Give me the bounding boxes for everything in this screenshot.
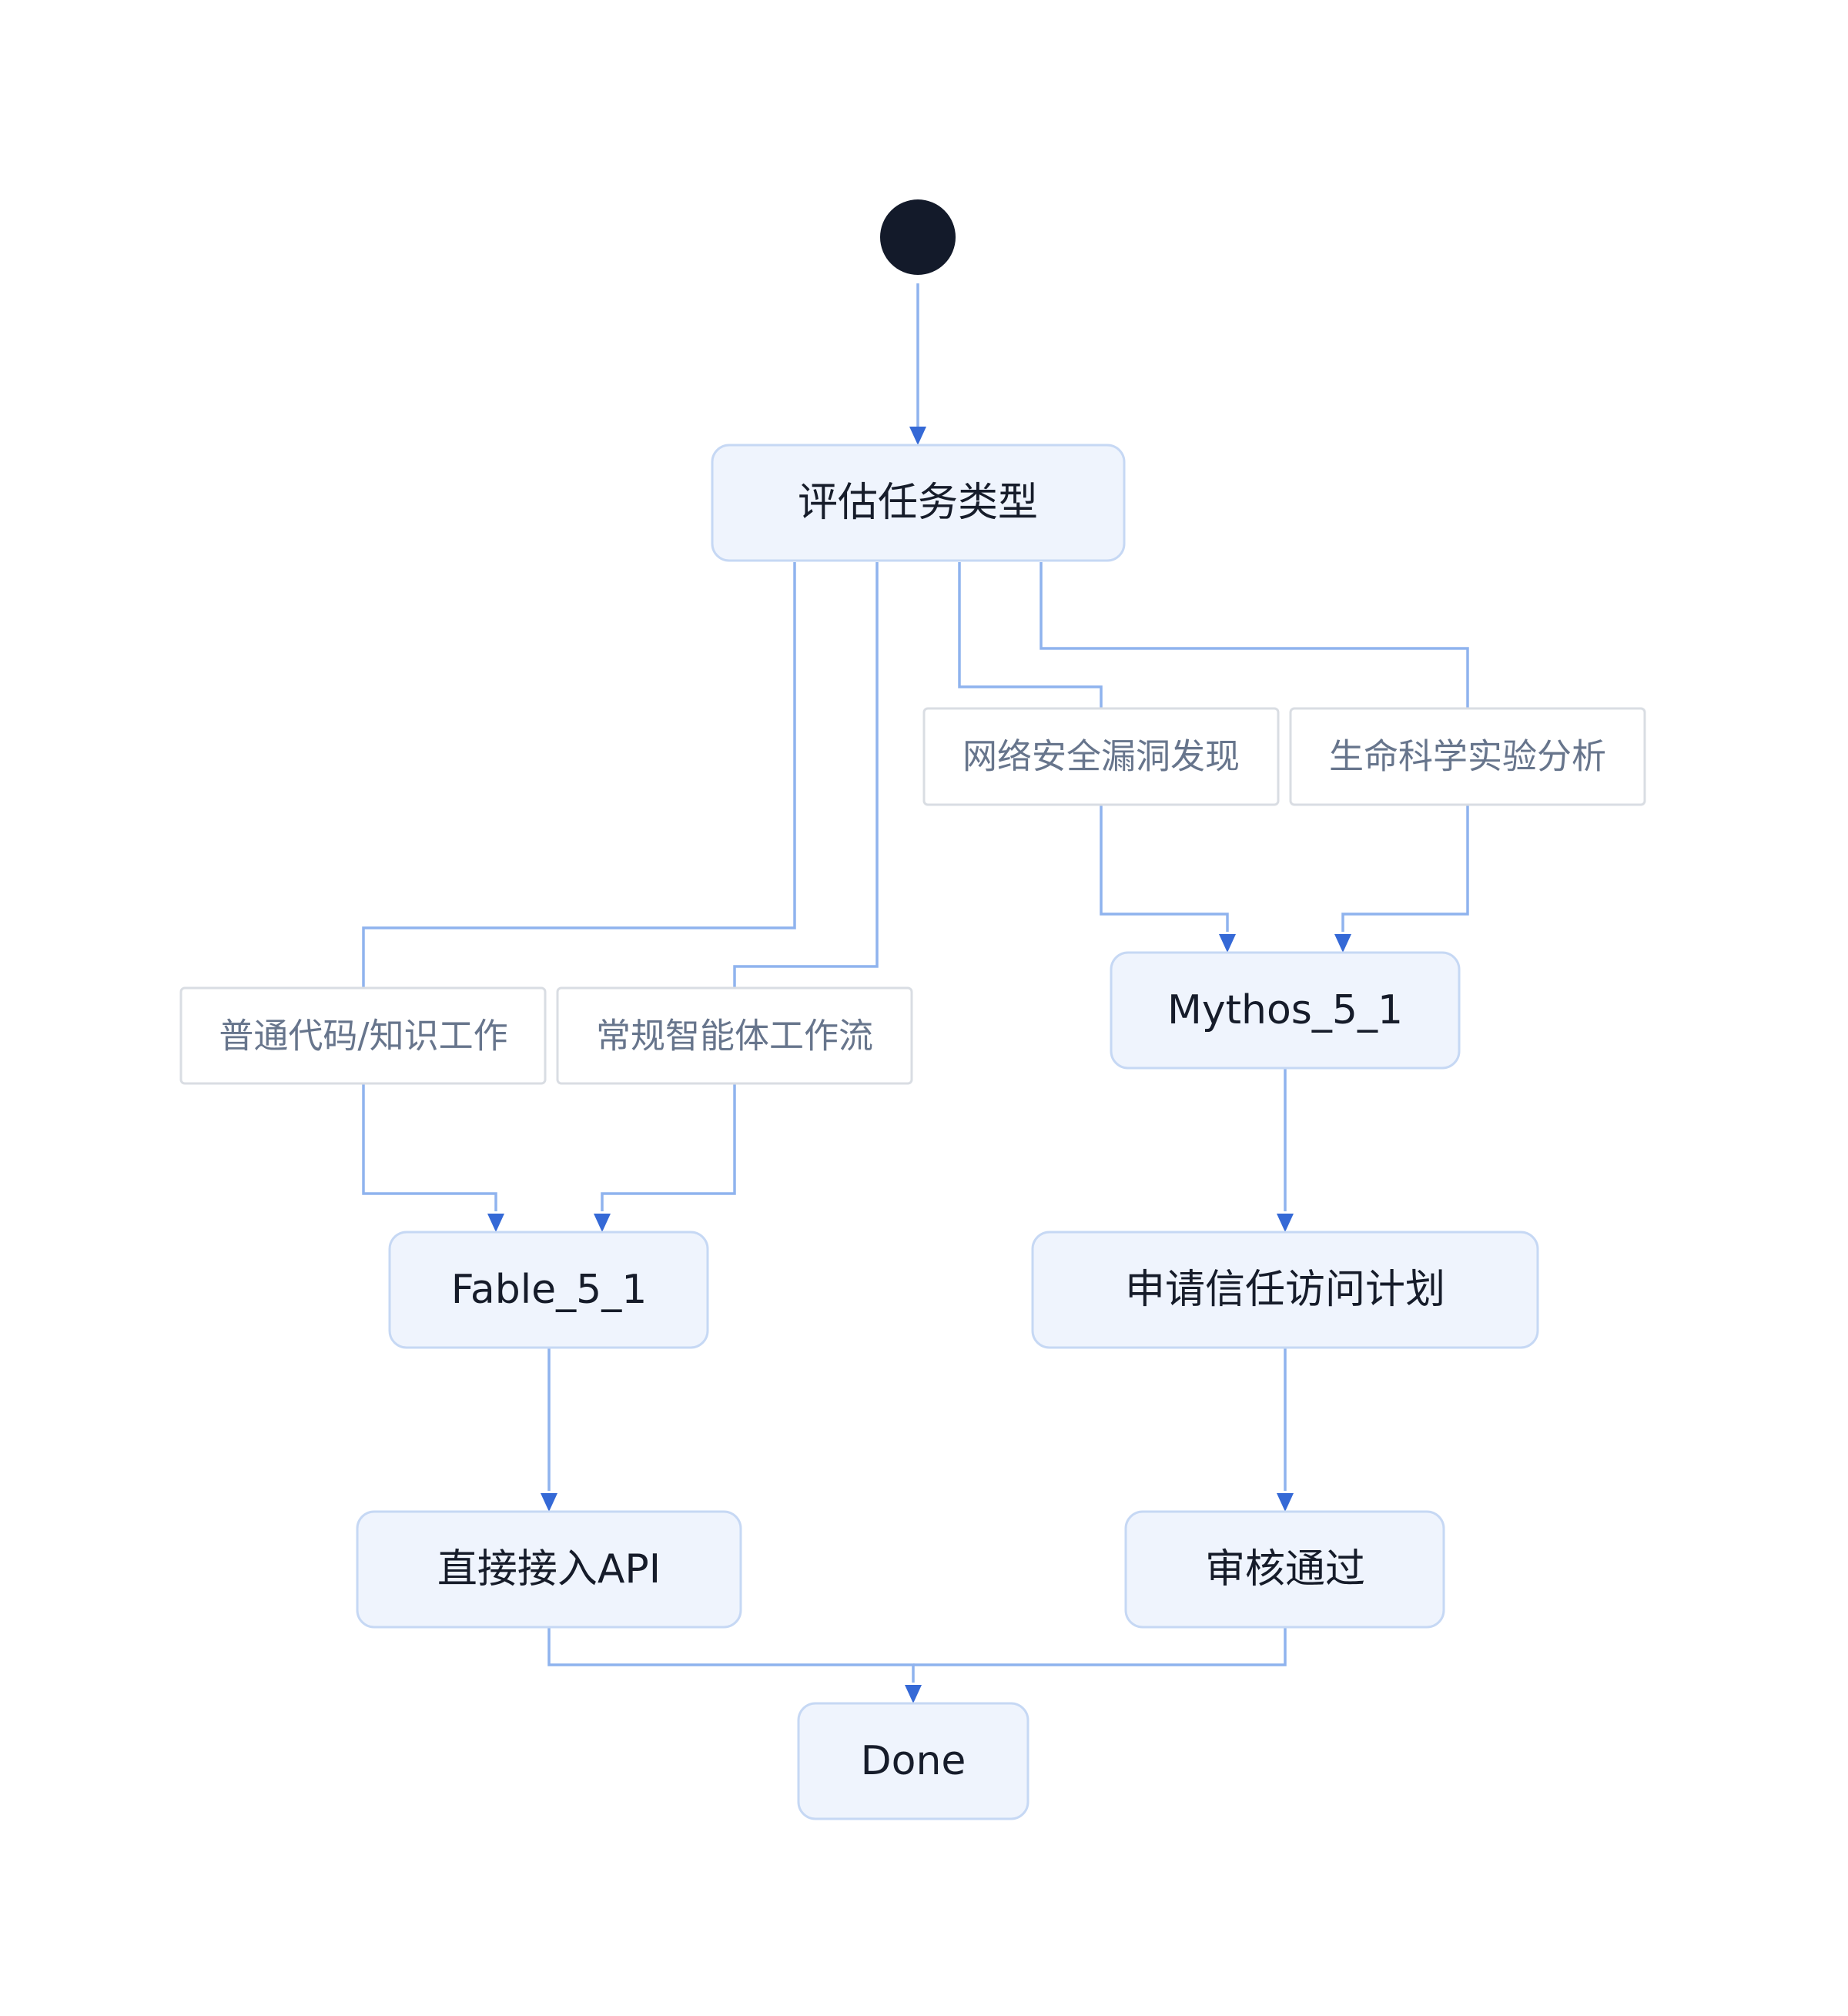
label-general-code-text: 普通代码/知识工作 [219, 1016, 507, 1057]
state-direct-api-text: 直接接入API [437, 1546, 661, 1592]
state-done-text: Done [861, 1738, 966, 1784]
label-life-science-text: 生命科学实验分析 [1329, 736, 1606, 777]
transition-label-life-science: 生命科学实验分析 [1289, 707, 1646, 806]
state-apply-trust-text: 申请信任访问计划 [1125, 1267, 1445, 1313]
state-fable: Fable_5_1 [388, 1231, 709, 1349]
arrowhead-fable-left [487, 1214, 504, 1232]
label-cyber-security-text: 网络安全漏洞发现 [962, 736, 1240, 777]
edge-assess-to-agent-workflow-label [733, 562, 879, 988]
edge-agent-workflow-to-fable [601, 1083, 736, 1211]
arrowhead-mythos-right [1334, 934, 1351, 953]
arrowhead-direct-api [541, 1493, 557, 1512]
state-direct-api: 直接接入API [356, 1510, 742, 1629]
edge-assess-to-life-science-label [1040, 562, 1469, 708]
edge-review-to-done [913, 1627, 1287, 1666]
arrowhead-fable-right [594, 1214, 611, 1232]
label-agent-workflow-text: 常规智能体工作流 [596, 1016, 873, 1057]
edge-direct-api-to-done [547, 1627, 915, 1683]
state-apply-trust: 申请信任访问计划 [1031, 1231, 1539, 1349]
start-node [880, 199, 956, 275]
edge-assess-to-cyber-security-label [958, 562, 1103, 708]
state-assess-text: 评估任务类型 [798, 480, 1038, 526]
state-assess: 评估任务类型 [711, 444, 1126, 562]
edge-assess-to-general-code-label [362, 562, 796, 988]
state-mythos-text: Mythos_5_1 [1167, 987, 1403, 1033]
state-review-passed-text: 审核通过 [1205, 1546, 1365, 1592]
edge-general-code-to-fable [362, 1083, 497, 1211]
arrowhead-apply-trust [1277, 1214, 1294, 1232]
edge-life-science-to-mythos [1341, 805, 1469, 932]
transition-label-cyber-security: 网络安全漏洞发现 [922, 707, 1280, 806]
edge-cyber-security-to-mythos [1100, 805, 1229, 932]
transition-label-agent-workflow: 常规智能体工作流 [556, 986, 913, 1085]
state-fable-text: Fable_5_1 [451, 1267, 648, 1313]
state-mythos: Mythos_5_1 [1110, 951, 1461, 1070]
state-done: Done [797, 1702, 1029, 1820]
arrowheads [487, 427, 1351, 1703]
edges [362, 283, 1469, 1683]
arrowhead-assess [909, 427, 926, 445]
arrowhead-review [1277, 1493, 1294, 1512]
state-review-passed: 审核通过 [1124, 1510, 1445, 1629]
arrowhead-mythos-left [1219, 934, 1236, 953]
arrowhead-done [905, 1685, 922, 1703]
transition-label-general-code: 普通代码/知识工作 [179, 986, 547, 1085]
